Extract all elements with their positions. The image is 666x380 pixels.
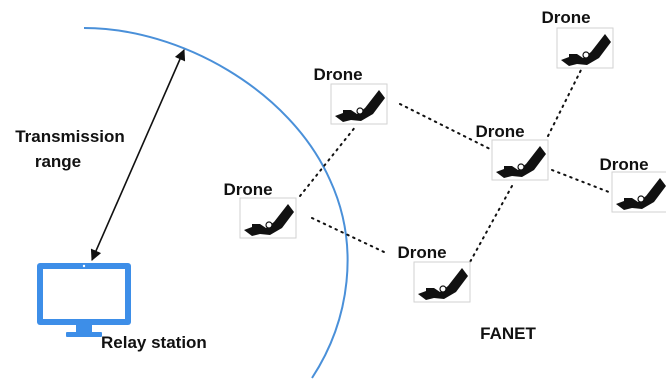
drone-node-right: Drone [599, 155, 666, 213]
drone-label: Drone [475, 122, 524, 141]
drone-node-bottom: Drone [397, 243, 471, 303]
link-left-top [299, 125, 357, 197]
monitor-icon [37, 263, 131, 337]
link-center-upper-right [547, 67, 583, 137]
drone-icon [239, 197, 297, 239]
drone-label: Drone [223, 180, 272, 199]
drone-label: Drone [397, 243, 446, 262]
link-center-right [551, 169, 615, 195]
drone-node-top: Drone [313, 65, 388, 125]
drone-icon [330, 83, 388, 125]
drone-label: Drone [599, 155, 648, 174]
drone-icon [611, 171, 666, 213]
transmission-range-arrow [90, 48, 186, 262]
fanet-label: FANET [480, 324, 536, 343]
transmission-range-label-line1: Transmission [15, 127, 125, 146]
drone-label: Drone [313, 65, 362, 84]
transmission-range-boundary [83, 27, 349, 379]
relay-station-label: Relay station [101, 333, 207, 352]
drone-node-upper-right: Drone [541, 8, 614, 69]
drone-node-center: Drone [475, 122, 549, 181]
drone-label: Drone [541, 8, 590, 27]
drone-icon [491, 139, 549, 181]
drone-icon [556, 27, 614, 69]
link-left-bottom [311, 217, 385, 253]
drone-node-left: Drone [223, 180, 297, 239]
link-top-center [399, 103, 493, 151]
drone-icon [413, 261, 471, 303]
transmission-range-label-line2: range [35, 152, 81, 171]
link-center-bottom [469, 185, 513, 263]
